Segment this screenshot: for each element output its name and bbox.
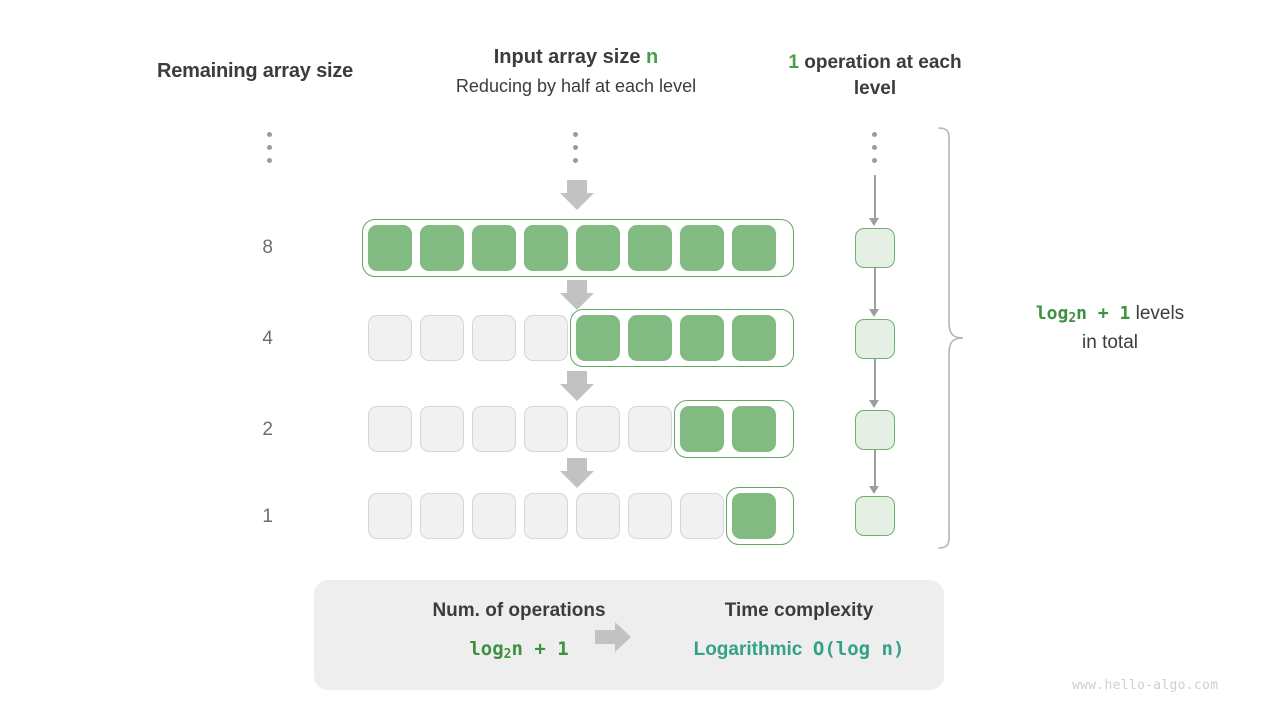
op-connector-head-0 [869,218,879,226]
array-cell-active [420,225,464,271]
op-connector-head-3 [869,486,879,494]
row-label-0: 8 [262,237,273,258]
array-cell-inactive [472,315,516,361]
array-cell-inactive [524,315,568,361]
array-row-3 [368,493,776,539]
levels-total-note: log2n + 1 levels in total [985,300,1235,356]
row-label-1: 4 [262,328,273,349]
op-connector-line-3 [874,450,876,488]
levels-note-text2: in total [1082,331,1138,353]
summary-operations-title: Num. of operations [432,600,606,621]
active-range-outline-2 [674,400,794,458]
array-cell-active [732,406,776,452]
watermark-url: www.hello-algo.com [1072,678,1219,693]
operation-box-2 [855,410,895,450]
array-cell-active [680,406,724,452]
halving-arrow-icon-2 [560,280,594,310]
array-row-0 [368,225,776,271]
array-cell-active [524,225,568,271]
array-row-1 [368,315,776,361]
array-cell-active [472,225,516,271]
summary-panel: Num. of operations log2n + 1 Time comple… [314,580,944,690]
header-input-array-size: Input array size n Reducing by half at e… [335,46,817,97]
header-input-variable: n [646,46,659,68]
op-connector-head-2 [869,400,879,408]
header-remaining-array-size: Remaining array size [157,60,354,82]
summary-complexity-column: Time complexity Logarithmic O(log n) [674,600,924,661]
operation-box-1 [855,319,895,359]
array-cell-active [680,315,724,361]
active-range-outline-3 [726,487,794,545]
array-cell-inactive [628,406,672,452]
array-cell-active [732,225,776,271]
halving-arrow-icon-3 [560,371,594,401]
summary-complexity-value: Logarithmic O(log n) [693,638,905,660]
array-cell-inactive [420,406,464,452]
op-connector-head-1 [869,309,879,317]
array-cell-inactive [524,406,568,452]
array-cell-inactive [420,493,464,539]
header-operations-per-level: 1 operation at each level [775,50,975,102]
array-cell-inactive [368,406,412,452]
header-input-subtitle: Reducing by half at each level [455,76,697,96]
header-input-prefix: Input array size [493,46,647,68]
array-cell-inactive [472,406,516,452]
header-op-text: operation at each level [798,52,962,99]
array-cell-inactive [368,315,412,361]
array-cell-active [576,315,620,361]
array-cell-inactive [472,493,516,539]
array-cell-inactive [576,493,620,539]
array-cell-active [732,315,776,361]
array-cell-inactive [576,406,620,452]
vertical-ellipsis-icon-left [267,132,272,163]
array-cell-inactive [680,493,724,539]
array-cell-active [680,225,724,271]
header-op-count: 1 [788,52,799,73]
halving-arrow-icon-1 [560,180,594,210]
array-cell-inactive [420,315,464,361]
row-label-3: 1 [262,506,273,527]
row-label-2: 2 [262,419,273,440]
operation-box-3 [855,496,895,536]
active-range-outline-0 [362,219,794,277]
array-cell-inactive [368,493,412,539]
array-cell-active [732,493,776,539]
operation-box-0 [855,228,895,268]
summary-complexity-title: Time complexity [724,600,874,621]
op-connector-line-0 [874,175,876,220]
array-cell-active [628,225,672,271]
array-cell-active [368,225,412,271]
array-cell-inactive [524,493,568,539]
levels-formula: log2n + 1 [1035,303,1131,326]
summary-arrow-icon [595,622,631,652]
array-row-2 [368,406,776,452]
array-cell-active [628,315,672,361]
active-range-outline-1 [570,309,794,367]
op-connector-line-1 [874,268,876,311]
vertical-ellipsis-icon-right [872,132,877,163]
summary-operations-column: Num. of operations log2n + 1 [354,600,684,662]
levels-brace-icon [938,127,964,549]
summary-operations-value: log2n + 1 [469,638,569,662]
array-cell-inactive [628,493,672,539]
halving-arrow-icon-4 [560,458,594,488]
op-connector-line-2 [874,359,876,402]
levels-note-text: levels [1130,303,1185,324]
array-cell-active [576,225,620,271]
vertical-ellipsis-icon-middle [573,132,578,163]
